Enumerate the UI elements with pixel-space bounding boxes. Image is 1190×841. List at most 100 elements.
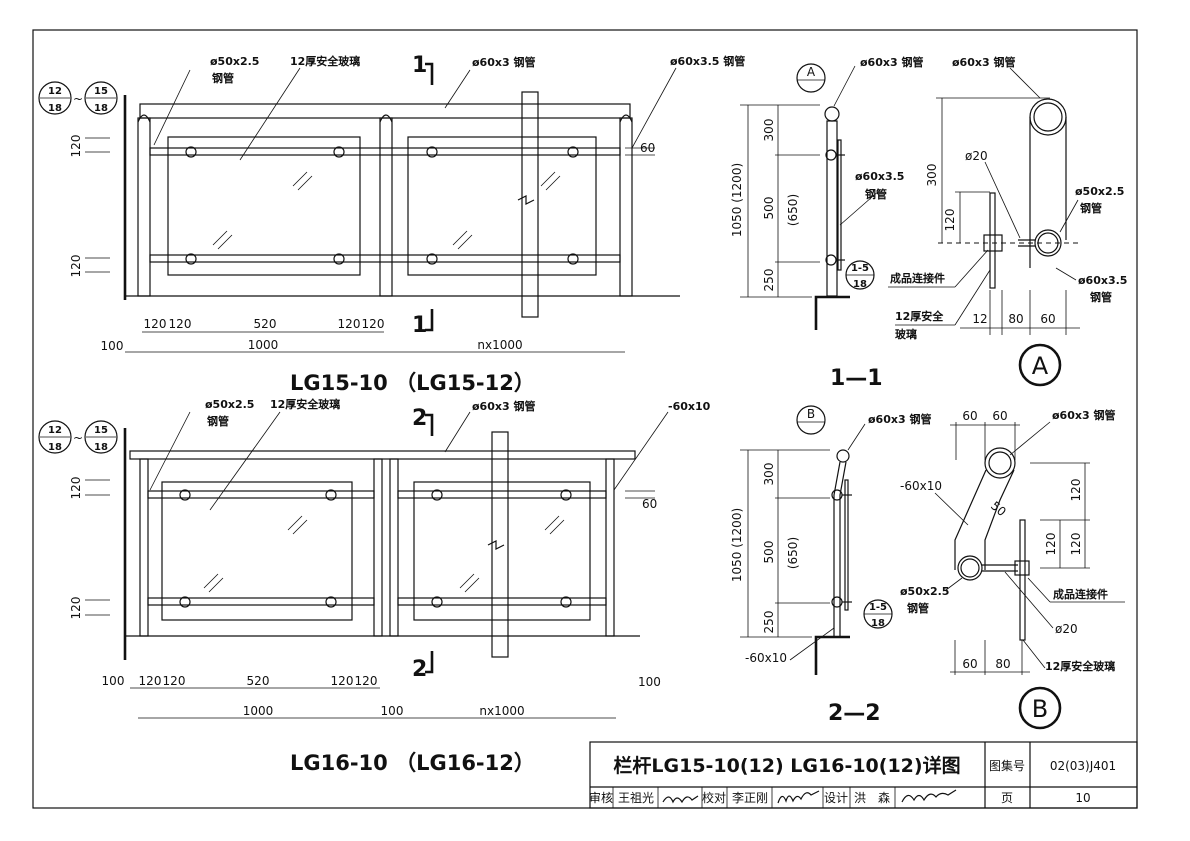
top-rail — [129, 450, 636, 460]
section-title: 1—1 — [830, 366, 883, 391]
flat-post — [139, 458, 149, 637]
label-rod: ø20 — [1055, 622, 1078, 636]
ref-number: 15 — [94, 86, 108, 97]
review-name: 王祖光 — [618, 790, 654, 805]
dim-value: 120 — [1069, 533, 1083, 556]
post — [619, 117, 633, 297]
dim-value: 500 — [762, 541, 776, 564]
dim-value: 120 — [169, 317, 192, 331]
dim-n1000: nx1000 — [477, 338, 522, 352]
ref-number: 1-5 — [869, 602, 887, 613]
dim-chain-bottom: 100 120 120 520 120 120 — [102, 674, 378, 688]
label-pipe-post-2: 钢管 — [865, 187, 887, 201]
dim-60: 60 — [642, 497, 657, 511]
dim-value: 120 — [139, 674, 162, 688]
atlas-number: 02(03)J401 — [1050, 759, 1116, 773]
ref-number: 1-5 — [851, 263, 869, 274]
dim-value: 60 — [992, 409, 1007, 423]
cut-mark: 1 — [412, 313, 427, 338]
cut-mark: 1 — [412, 53, 427, 78]
dim-value: 250 — [762, 611, 776, 634]
dim-value: 120 — [331, 674, 354, 688]
elevation-title: LG15-10 （LG15-12） — [290, 371, 535, 395]
ref-number: 18 — [48, 442, 62, 453]
elevation-lg16: 12 18 ~ 15 18 120 120 ø50x2.5 钢管 12厚安全玻璃… — [38, 397, 711, 775]
title-block: 栏杆LG15-10(12) LG16-10(12)详图 图集号 02(03)J4… — [589, 741, 1138, 809]
detail-a: ø60x3 钢管 300 120 ø20 ø50x2.5 钢管 成品连接件 ø6… — [888, 55, 1127, 387]
small-rail-upper — [149, 147, 621, 156]
detail-mark: A — [1032, 352, 1049, 380]
dim-120: 120 — [69, 255, 83, 278]
label-flat: -60x10 — [745, 651, 787, 665]
elevation-title: LG16-10 （LG16-12） — [290, 751, 535, 775]
dim-120: 120 — [69, 477, 83, 500]
dim-value: 100 — [102, 674, 125, 688]
label-pipe-small: ø50x2.5 — [1075, 185, 1124, 198]
glass-panel — [167, 136, 361, 276]
flat-bar — [954, 469, 1015, 570]
dim-value: 300 — [762, 463, 776, 486]
check-label: 校对 — [702, 790, 726, 805]
ref-tilde: ~ — [73, 92, 83, 106]
section-1-1: A ø60x3 钢管 ø60x3.5 钢管 300 500 250 (650) … — [730, 55, 923, 391]
dim-120: 120 — [943, 209, 957, 232]
ref-number: 18 — [853, 279, 867, 290]
dim-value: 300 — [762, 119, 776, 142]
ref-number: 12 — [48, 86, 62, 97]
dim-650: (650) — [786, 194, 800, 226]
ref-number: 12 — [48, 425, 62, 436]
ref-number: 15 — [94, 425, 108, 436]
label-pipe-small-2: 钢管 — [207, 414, 229, 428]
flat-post — [833, 461, 847, 636]
label-flat: -60x10 — [668, 400, 711, 413]
elevation-lg15: 12 18 ~ 15 18 120 120 ø50x2.5 钢管 12厚安全玻璃… — [38, 53, 745, 395]
label-pipe-small: ø50x2.5 — [205, 398, 254, 411]
glass-panel — [161, 481, 353, 621]
dim-value: 80 — [1008, 312, 1023, 326]
label-pipe-post-2: 钢管 — [1090, 290, 1112, 304]
post — [826, 120, 838, 297]
page-label: 页 — [1001, 791, 1013, 805]
dim-1000: 1000 — [243, 704, 274, 718]
design-signature — [901, 789, 957, 803]
dim-n1000: nx1000 — [479, 704, 524, 718]
small-rail-lower — [149, 254, 621, 263]
dim-100-mid: 100 — [381, 704, 404, 718]
section-2-2: B ø60x3 钢管 300 500 250 (650) 1050 (1200)… — [730, 405, 931, 726]
flat-post — [373, 458, 383, 637]
dim-value: 120 — [144, 317, 167, 331]
ref-tilde: ~ — [73, 431, 83, 445]
dim-1000: 1000 — [248, 338, 279, 352]
glass-panel — [413, 481, 591, 621]
dim-100: 100 — [101, 339, 124, 353]
label-pipe-top: ø60x3 钢管 — [952, 55, 1015, 69]
dim-value: 120 — [355, 674, 378, 688]
label-rod: ø20 — [965, 149, 988, 163]
label-pipe-small: ø50x2.5 — [900, 585, 949, 598]
break-pipe — [521, 91, 539, 318]
top-rail — [139, 103, 631, 119]
dim-value: 60 — [962, 409, 977, 423]
label-glass-2: 玻璃 — [895, 327, 917, 341]
label-pipe-small-2: 钢管 — [907, 601, 929, 615]
dim-value: 120 — [1044, 533, 1058, 556]
design-label: 设计 — [824, 791, 848, 805]
dim-value: 60 — [962, 657, 977, 671]
label-glass: 12厚安全 — [895, 309, 944, 323]
cut-mark: 2 — [412, 406, 427, 431]
flat-post — [389, 458, 399, 637]
label-pipe-small-2: 钢管 — [212, 71, 234, 85]
label-pipe-top: ø60x3 钢管 — [860, 55, 923, 69]
review-label: 审核 — [589, 790, 613, 805]
label-pipe-post: ø60x3.5 钢管 — [670, 54, 745, 68]
label-pipe-top: ø60x3 钢管 — [472, 55, 535, 69]
label-glass: 12厚安全玻璃 — [270, 397, 340, 411]
label-pipe-top: ø60x3 钢管 — [472, 399, 535, 413]
detail-b: 60 60 ø60x3 钢管 -60x10 50 120 120 120 ø50… — [900, 408, 1125, 730]
dim-value: 520 — [254, 317, 277, 331]
section-mark: B — [807, 407, 815, 421]
break-pipe — [491, 431, 509, 658]
label-pipe-small: ø50x2.5 — [210, 55, 259, 68]
dim-value: 12 — [972, 312, 987, 326]
dim-60: 60 — [640, 141, 655, 155]
